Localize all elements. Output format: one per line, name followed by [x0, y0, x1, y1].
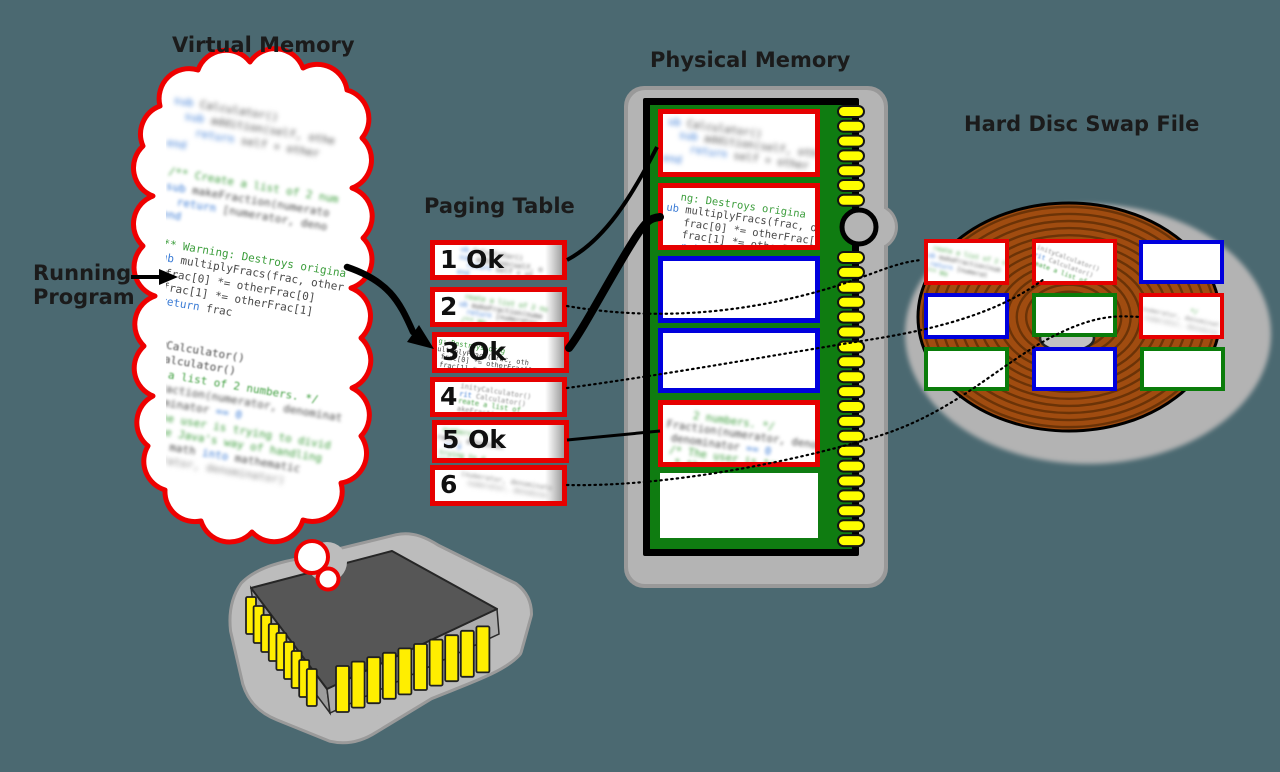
- disc-frame-r2c1: [924, 293, 1009, 339]
- cpu-pins: [245, 596, 491, 713]
- code-line: return frac: [433, 367, 460, 373]
- running-program-label: Running Program: [33, 261, 135, 309]
- paging-row-4-code: inityCalculator()rit Calculator()reate a…: [456, 382, 545, 412]
- paging-row-2-label: 2: [440, 292, 458, 321]
- disc-frame-r1c3: [1139, 240, 1224, 284]
- ram-notch: [839, 207, 879, 247]
- running-label-line2: Program: [33, 285, 135, 309]
- paging-row-5: 5 Ok numbers. */rator, denominat == 0 tr…: [432, 420, 569, 463]
- running-label-line1: Running: [33, 261, 132, 285]
- page-edge-fade: [545, 292, 562, 322]
- paging-row-6: 6 (numerator, denominato numerator, deno…: [430, 465, 567, 506]
- paging-row-1-label: 1 Ok: [440, 245, 504, 274]
- paging-row-6-code: (numerator, denominato numerator, denomi…: [456, 470, 553, 501]
- hard-disc-title: Hard Disc Swap File: [964, 112, 1200, 136]
- page-edge-fade: [545, 245, 562, 275]
- row1-to-frame1-line: [566, 146, 659, 262]
- ram-frame-3: [658, 256, 820, 323]
- page-edge-fade: [547, 337, 564, 368]
- ram-frame-6: [660, 473, 818, 538]
- row3-to-frame2-line: [565, 213, 664, 352]
- disc-frame-r1c2: inityCalculator()rit Calculator()reate a…: [1032, 239, 1117, 285]
- cloud-to-row3-arrowhead: [407, 325, 434, 349]
- disc-frame-r2c2: [1032, 293, 1117, 337]
- thought-bubble-small: [315, 566, 341, 592]
- paging-row-3-label: 3 Ok: [442, 337, 506, 366]
- disc-frame-r1c2-code: inityCalculator()rit Calculator()reate a…: [1036, 243, 1108, 281]
- paging-row-4-label: 4: [440, 382, 458, 411]
- page-edge-fade: [547, 425, 564, 458]
- page-edge-fade: [545, 382, 562, 412]
- ram-frame-5-code: 2 numbers. */Fraction(numerator, denomin…: [663, 406, 815, 462]
- ram-frame-4: [658, 328, 820, 393]
- page-edge-fade: [545, 470, 562, 501]
- virtual-memory-title: Virtual Memory: [172, 33, 355, 57]
- bubble-shadow: [307, 542, 347, 582]
- row5-to-frame5-line: [566, 429, 661, 442]
- ram-frame-1: ub Calculator() sub addition(self, oth r…: [658, 109, 820, 177]
- disc-frame-r3c2: [1032, 347, 1117, 391]
- ram-frame-5: 2 numbers. */Fraction(numerator, denomin…: [658, 400, 820, 467]
- ram-frame-1-code: ub Calculator() sub addition(self, oth r…: [663, 115, 815, 172]
- cpu-chip-graphic: [228, 532, 533, 745]
- row6-to-disc-line: [565, 315, 1143, 487]
- disc-frame-r3c1: [924, 347, 1009, 391]
- paging-row-5-label: 5 Ok: [442, 425, 506, 454]
- thought-bubble-large: [294, 539, 330, 575]
- cloud-program-code: sub Calculator() sub addition(self, othe…: [166, 86, 370, 528]
- ram-pins: [837, 105, 865, 548]
- paging-row-1: 1 Ok ub Calculator()sub addition(self, o…: [430, 240, 567, 280]
- disc-frame-r2c3: */numerator, denominat numerator, denomi…: [1139, 293, 1224, 339]
- disc-frame-r3c3: [1140, 347, 1225, 391]
- paging-row-6-label: 6: [440, 470, 458, 499]
- disc-frame-r2c3-code: */numerator, denominat numerator, denomi…: [1143, 298, 1220, 335]
- physical-memory-title: Physical Memory: [650, 48, 851, 72]
- paging-row-4: 4 inityCalculator()rit Calculator()reate…: [430, 377, 567, 417]
- paging-table-title: Paging Table: [424, 194, 575, 218]
